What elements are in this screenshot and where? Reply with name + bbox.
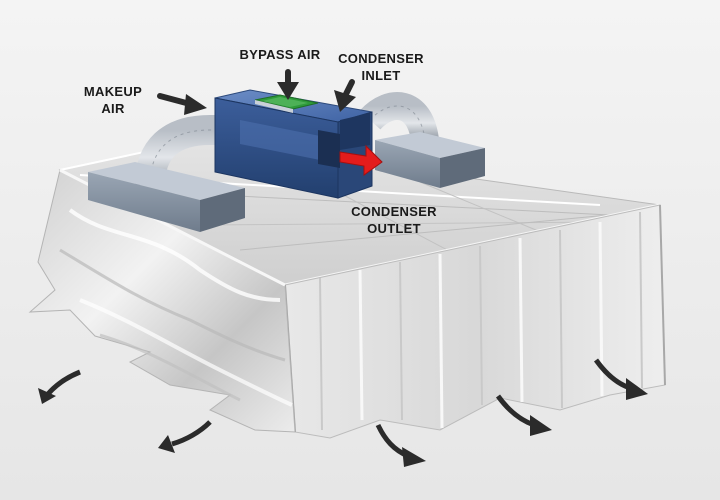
exhaust-arrow-bottom-left: [158, 420, 212, 453]
condenser-outlet-label: CONDENSER OUTLET: [346, 203, 442, 237]
bypass-air-arrow: [277, 69, 299, 100]
bypass-air-label-line1: BYPASS AIR: [239, 47, 321, 62]
exhaust-arrow-right: [593, 358, 648, 400]
condenser-inlet-label-line2: INLET: [361, 68, 401, 83]
makeup-air-arrow: [157, 93, 207, 115]
condenser-outlet-label-line1: CONDENSER: [351, 204, 437, 219]
bypass-filter: [254, 94, 319, 113]
right-flex-duct: [359, 92, 439, 143]
condenser-inlet-arrow: [334, 79, 356, 112]
exhaust-arrow-bottom-right: [495, 394, 552, 436]
exhaust-arrow-left: [38, 369, 81, 404]
condenser-inlet-label-line1: CONDENSER: [338, 51, 424, 66]
condenser-outlet-label-line2: OUTLET: [367, 221, 421, 236]
right-plenum-box: [375, 132, 485, 188]
left-plenum-box: [88, 162, 245, 232]
makeup-air-label: MAKEUP AIR: [80, 83, 146, 117]
condenser-inlet-label: CONDENSER INLET: [335, 50, 427, 84]
condenser-outlet-arrow: [339, 144, 383, 176]
exhaust-arrow-bottom-center: [375, 423, 426, 467]
makeup-air-label-line1: MAKEUP: [83, 84, 143, 99]
makeup-air-label-line2: AIR: [101, 101, 125, 116]
bypass-air-label: BYPASS AIR: [232, 46, 328, 63]
